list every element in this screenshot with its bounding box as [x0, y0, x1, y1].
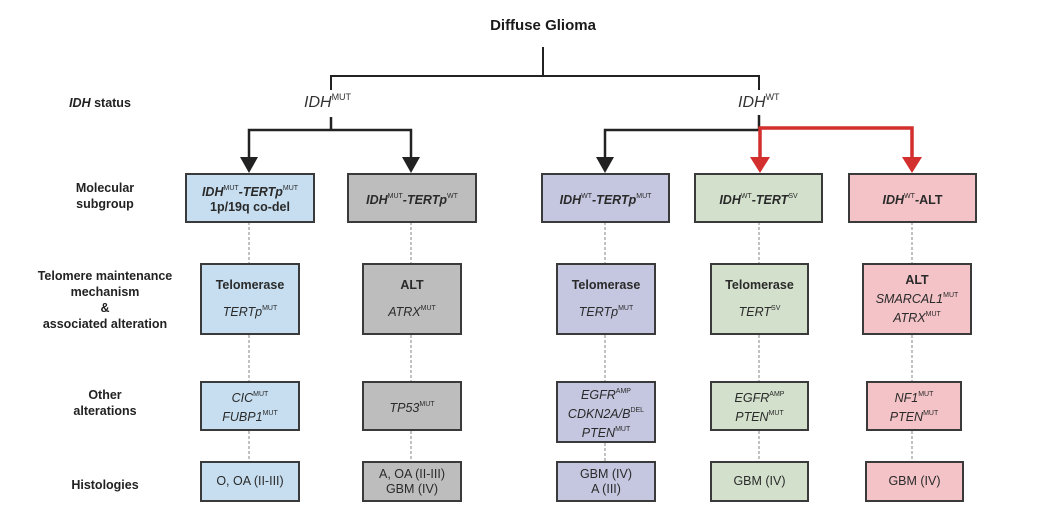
other-alteration: TP53MUT — [389, 400, 435, 415]
row-label-line: Molecular — [75, 181, 135, 195]
idh-wt-label: IDHWT — [738, 92, 780, 111]
histology-text: A (III) — [591, 481, 621, 496]
row-label-other-alterations: Other alterations — [40, 387, 170, 419]
arrowhead-subgroup-1 — [240, 157, 258, 173]
row-label-line: mechanism — [70, 285, 140, 299]
histology-text: GBM (IV) — [888, 474, 941, 488]
other-alteration: CICMUT — [231, 391, 269, 405]
subgroup-codeletion: 1p/19q co-del — [210, 200, 290, 214]
subgroup-box-idhmut-tertpwt: IDHMUT-TERTpWT — [347, 173, 477, 223]
other-alteration: PTENMUT — [735, 410, 784, 424]
mechanism-alteration: ATRXMUT — [893, 310, 941, 325]
mechanism-alteration: TERTpMUT — [222, 305, 278, 319]
other-alteration: FUBP1MUT — [222, 410, 278, 424]
row-label-telomere-mechanism: Telomere maintenance mechanism & associated… — [5, 268, 205, 332]
histology-box-idhmut-tertpwt: A, OA (II-III)GBM (IV) — [362, 461, 462, 502]
row-label-line: alterations — [73, 404, 137, 418]
row-label-histologies: Histologies — [40, 477, 170, 493]
other-alteration: EGFRAMP — [581, 387, 631, 402]
idhmut-branch-line — [247, 128, 413, 160]
histology-text: GBM (IV) — [385, 481, 439, 496]
other-alterations-box-idhwt-tertsv: EGFRAMP PTENMUT — [710, 381, 809, 431]
other-alteration: PTENMUT — [581, 425, 631, 440]
arrowhead-subgroup-3 — [596, 157, 614, 173]
mechanism-label: Telomerase — [725, 278, 794, 292]
mechanism-alteration: TERTpMUT — [578, 305, 634, 319]
histology-box-idhwt-tertpmut: GBM (IV)A (III) — [556, 461, 656, 502]
mechanism-alteration: TERTSV — [738, 305, 781, 319]
mechanism-box-idhwt-alt: ALT SMARCAL1MUT ATRXMUT — [862, 263, 972, 335]
root-branch-line — [330, 75, 760, 90]
subgroup-name: IDHWT-TERTpMUT — [559, 192, 652, 207]
subgroup-box-idhwt-tertpmut: IDHWT-TERTpMUT — [541, 173, 670, 223]
mechanism-label: ALT — [400, 278, 424, 292]
idhwt-red-branch-line — [758, 126, 914, 160]
row-label-molecular-subgroup: Molecular subgroup — [40, 180, 170, 212]
subgroup-box-idhwt-tertsv: IDHWT-TERTSV — [694, 173, 823, 223]
dashed-connectors — [248, 222, 913, 461]
other-alterations-box-idhmut-tertpmut: CICMUT FUBP1MUT — [200, 381, 300, 431]
mechanism-box-idhmut-tertpwt: ALT ATRXMUT — [362, 263, 462, 335]
other-alteration: EGFRAMP — [734, 391, 785, 405]
arrowhead-subgroup-5 — [902, 157, 922, 173]
arrowhead-subgroup-4 — [750, 157, 770, 173]
other-alteration: NF1MUT — [894, 391, 934, 405]
histology-text: GBM (IV) — [733, 474, 786, 488]
row-label-line: Other — [88, 388, 122, 402]
histology-text: O, OA (II-III) — [216, 474, 284, 488]
histology-box-idhmut-tertpmut: O, OA (II-III) — [200, 461, 300, 502]
other-alterations-box-idhwt-alt: NF1MUT PTENMUT — [866, 381, 962, 431]
mechanism-label: ALT — [905, 272, 929, 287]
arrowhead-subgroup-2 — [402, 157, 420, 173]
histology-text: GBM (IV) — [579, 466, 633, 481]
idh-mut-label: IDHMUT — [304, 92, 352, 111]
row-label-line: associated alteration — [42, 317, 168, 331]
mechanism-label: Telomerase — [571, 278, 641, 292]
subgroup-box-idhwt-alt: IDHWT-ALT — [848, 173, 977, 223]
histology-text: A, OA (II-III) — [379, 466, 445, 481]
other-alteration: CDKN2A/BDEL — [567, 406, 645, 421]
subgroup-name: IDHWT-ALT — [882, 192, 943, 207]
diagram-title: Diffuse Glioma — [490, 17, 596, 34]
mechanism-label: Telomerase — [215, 278, 285, 292]
idhwt-black-branch-line — [603, 128, 760, 160]
row-label-line: subgroup — [76, 197, 134, 211]
other-alterations-box-idhwt-tertpmut: EGFRAMP CDKN2A/BDEL PTENMUT — [556, 381, 656, 443]
mechanism-alteration: SMARCAL1MUT — [875, 291, 959, 306]
row-label-line: Histologies — [71, 478, 139, 492]
histology-box-idhwt-tertsv: GBM (IV) — [710, 461, 809, 502]
mechanism-alteration: ATRXMUT — [388, 305, 436, 319]
other-alteration: PTENMUT — [889, 410, 939, 424]
subgroup-name: IDHWT-TERTSV — [719, 192, 798, 207]
histology-box-idhwt-alt: GBM (IV) — [865, 461, 964, 502]
row-label-line: & — [100, 301, 110, 315]
row-label-line: Telomere maintenance — [37, 269, 173, 283]
subgroup-name: IDHMUT-TERTpWT — [366, 192, 458, 207]
subgroup-name: IDHMUT-TERTpMUT — [201, 185, 299, 199]
other-alterations-box-idhmut-tertpwt: TP53MUT — [362, 381, 462, 431]
row-label-idh-status: IDH status — [69, 96, 131, 110]
